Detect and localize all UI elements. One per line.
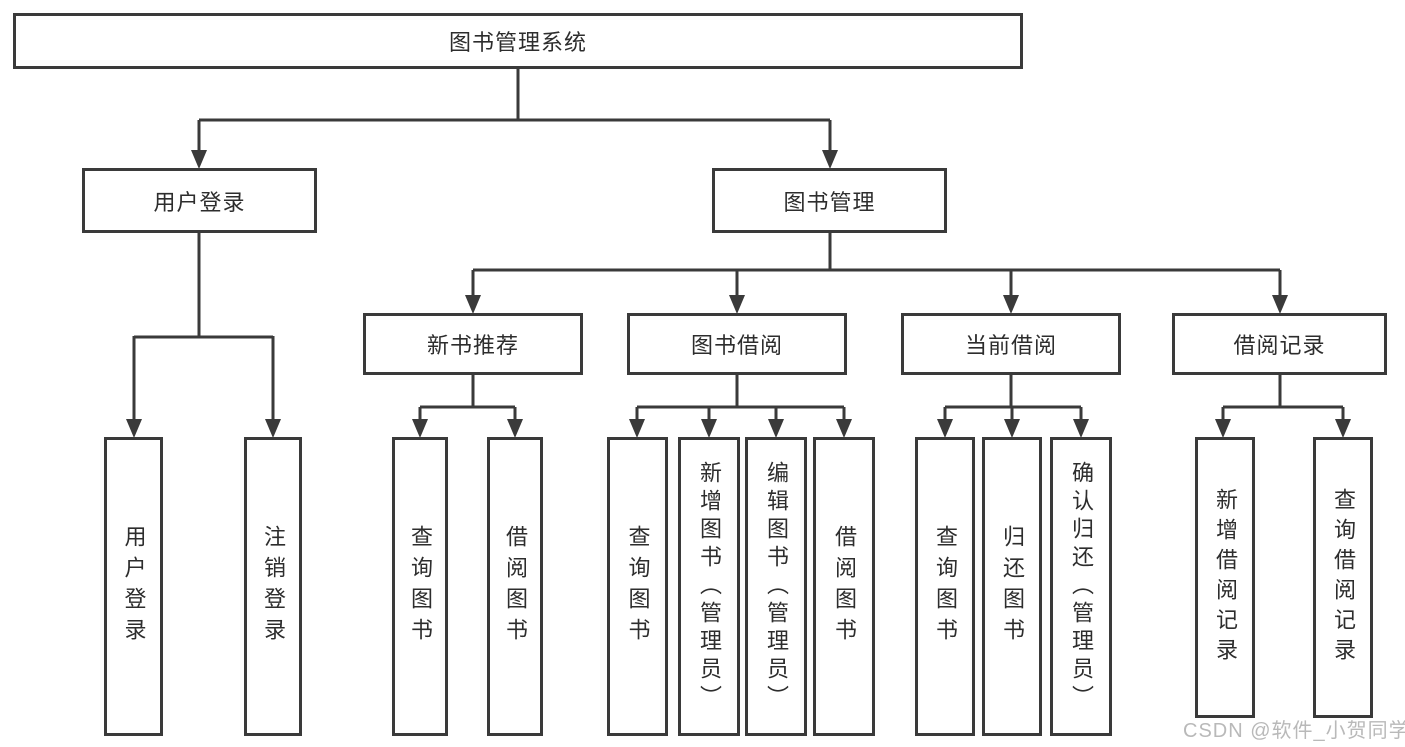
leaf-query-books-1: 查询图书 <box>392 437 448 736</box>
leaf-query-books-3: 查询图书 <box>915 437 975 736</box>
leaf-logout: 注销登录 <box>244 437 302 736</box>
node-new-book-recommend: 新书推荐 <box>363 313 583 375</box>
leaf-return-book: 归还图书 <box>982 437 1042 736</box>
node-borrowing-records: 借阅记录 <box>1172 313 1387 375</box>
node-label: 图书借阅 <box>690 333 783 358</box>
node-label: 图书管理系统 <box>448 30 587 55</box>
leaf-borrow-books-1: 借阅图书 <box>487 437 543 736</box>
csdn-watermark: CSDN @软件_小贺同学 <box>1183 720 1405 742</box>
node-library-management-system: 图书管理系统 <box>13 13 1023 69</box>
leaf-add-book-admin: 新增图书（管理员） <box>678 437 740 736</box>
leaf-add-borrow-record: 新增借阅记录 <box>1195 437 1255 718</box>
node-label: 查询图书 <box>933 524 958 649</box>
node-label: 图书管理 <box>783 189 876 215</box>
node-book-management: 图书管理 <box>712 168 947 233</box>
node-label: 借阅图书 <box>832 524 857 649</box>
node-label: 查询图书 <box>625 524 651 649</box>
node-label: 当前借阅 <box>964 333 1057 358</box>
node-label: 编辑图书（管理员） <box>764 460 789 713</box>
node-label: 查询借阅记录 <box>1331 487 1356 668</box>
node-label: 借阅记录 <box>1233 333 1326 358</box>
leaf-query-books-2: 查询图书 <box>607 437 668 736</box>
leaf-borrow-books-2: 借阅图书 <box>813 437 875 736</box>
leaf-confirm-return-admin: 确认归还（管理员） <box>1050 437 1112 736</box>
node-label: 查询图书 <box>408 524 433 649</box>
node-book-borrowing: 图书借阅 <box>627 313 847 375</box>
node-label: 用户登录 <box>153 189 246 215</box>
node-label: 注销登录 <box>261 524 286 649</box>
node-label: 归还图书 <box>1000 524 1025 649</box>
node-label: 确认归还（管理员） <box>1069 460 1094 713</box>
node-current-borrowing: 当前借阅 <box>901 313 1121 375</box>
leaf-query-borrow-record: 查询借阅记录 <box>1313 437 1373 718</box>
node-label: 新增图书（管理员） <box>697 460 722 713</box>
leaf-edit-book-admin: 编辑图书（管理员） <box>745 437 807 736</box>
leaf-user-login: 用户登录 <box>104 437 163 736</box>
node-label: 借阅图书 <box>503 524 528 649</box>
node-label: 用户登录 <box>121 524 147 649</box>
arrowheads <box>126 150 1351 438</box>
node-label: 新增借阅记录 <box>1213 487 1238 668</box>
node-user-login: 用户登录 <box>82 168 317 233</box>
node-label: 新书推荐 <box>426 333 519 358</box>
